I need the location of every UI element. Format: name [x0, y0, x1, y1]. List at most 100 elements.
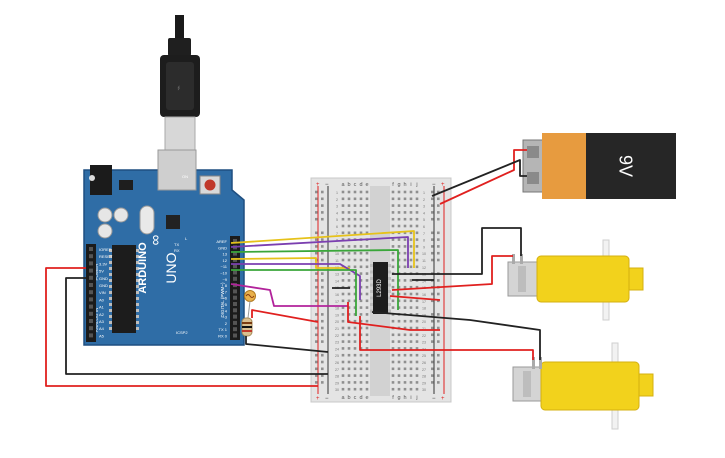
breadboard-hole[interactable] [359, 387, 363, 391]
breadboard-hole[interactable] [415, 265, 419, 269]
digital-header-hole[interactable] [233, 333, 237, 338]
breadboard-hole[interactable] [341, 231, 345, 235]
wire-motor1-red[interactable] [391, 255, 513, 291]
breadboard-hole[interactable] [365, 224, 369, 228]
breadboard-hole[interactable] [365, 360, 369, 364]
breadboard-hole[interactable] [359, 340, 363, 343]
rail-hole[interactable] [437, 360, 440, 364]
breadboard-hole[interactable] [365, 251, 369, 255]
rail-hole[interactable] [431, 190, 434, 194]
breadboard-hole[interactable] [409, 224, 413, 228]
breadboard-hole[interactable] [365, 340, 369, 343]
rail-hole[interactable] [431, 292, 434, 296]
breadboard-hole[interactable] [353, 245, 357, 248]
breadboard-hole[interactable] [391, 279, 395, 282]
breadboard-hole[interactable] [403, 190, 407, 194]
rail-hole[interactable] [321, 319, 324, 323]
breadboard-hole[interactable] [353, 251, 357, 255]
power-header-hole[interactable] [89, 268, 93, 273]
breadboard-hole[interactable] [353, 204, 357, 207]
breadboard-hole[interactable] [409, 374, 413, 377]
digital-header-hole[interactable] [233, 327, 237, 332]
breadboard-hole[interactable] [359, 258, 363, 262]
breadboard-hole[interactable] [397, 374, 401, 377]
breadboard-hole[interactable] [365, 374, 369, 377]
breadboard-hole[interactable] [403, 292, 407, 296]
breadboard-hole[interactable] [359, 319, 363, 323]
rail-hole[interactable] [321, 374, 324, 377]
breadboard-hole[interactable] [341, 217, 345, 221]
digital-header-hole[interactable] [233, 320, 237, 325]
breadboard-hole[interactable] [409, 333, 413, 337]
breadboard-hole[interactable] [365, 292, 369, 296]
breadboard-hole[interactable] [365, 272, 369, 275]
breadboard-hole[interactable] [353, 231, 357, 235]
wire-chip-vcc-red[interactable] [389, 295, 441, 301]
breadboard-hole[interactable] [365, 313, 369, 316]
breadboard-hole[interactable] [347, 299, 351, 303]
breadboard-hole[interactable] [415, 367, 419, 371]
breadboard-hole[interactable] [415, 231, 419, 235]
breadboard-hole[interactable] [341, 204, 345, 207]
breadboard-hole[interactable] [415, 211, 419, 214]
breadboard-hole[interactable] [409, 347, 413, 350]
breadboard-hole[interactable] [397, 353, 401, 357]
rail-hole[interactable] [431, 333, 434, 337]
breadboard-hole[interactable] [353, 292, 357, 296]
rail-hole[interactable] [321, 238, 324, 241]
breadboard-hole[interactable] [397, 245, 401, 248]
breadboard-hole[interactable] [353, 285, 357, 289]
breadboard-hole[interactable] [359, 381, 363, 384]
breadboard-hole[interactable] [359, 211, 363, 214]
breadboard-hole[interactable] [365, 190, 369, 194]
breadboard-hole[interactable] [397, 292, 401, 296]
wire-5v-red[interactable] [45, 267, 318, 387]
breadboard-hole[interactable] [397, 279, 401, 282]
breadboard-hole[interactable] [403, 333, 407, 337]
power-header-hole[interactable] [89, 333, 93, 338]
digital-header-hole[interactable] [233, 289, 237, 294]
breadboard-hole[interactable] [415, 224, 419, 228]
breadboard-hole[interactable] [409, 292, 413, 296]
breadboard-hole[interactable] [353, 279, 357, 282]
rail-hole[interactable] [321, 211, 324, 214]
breadboard-hole[interactable] [353, 326, 357, 330]
wire-motor2-black[interactable] [371, 311, 541, 360]
breadboard-hole[interactable] [409, 251, 413, 255]
rail-hole[interactable] [321, 204, 324, 207]
breadboard-hole[interactable] [347, 347, 351, 350]
breadboard-hole[interactable] [415, 285, 419, 289]
dc-motor-2[interactable] [512, 342, 654, 430]
rail-hole[interactable] [315, 299, 318, 303]
breadboard-hole[interactable] [365, 265, 369, 269]
rail-hole[interactable] [437, 238, 440, 241]
breadboard-hole[interactable] [397, 387, 401, 391]
breadboard-hole[interactable] [359, 285, 363, 289]
breadboard-hole[interactable] [415, 313, 419, 316]
rail-hole[interactable] [437, 326, 440, 330]
rail-hole[interactable] [321, 367, 324, 371]
breadboard-hole[interactable] [353, 381, 357, 384]
rail-hole[interactable] [437, 292, 440, 296]
breadboard-hole[interactable] [415, 190, 419, 194]
breadboard-hole[interactable] [391, 367, 395, 371]
breadboard-hole[interactable] [391, 306, 395, 309]
breadboard-hole[interactable] [341, 319, 345, 323]
breadboard-hole[interactable] [391, 245, 395, 248]
breadboard-hole[interactable] [415, 238, 419, 241]
rail-hole[interactable] [321, 279, 324, 282]
breadboard-hole[interactable] [347, 211, 351, 214]
rail-hole[interactable] [431, 353, 434, 357]
rail-hole[interactable] [315, 292, 318, 296]
breadboard-hole[interactable] [397, 367, 401, 371]
breadboard-hole[interactable] [409, 381, 413, 384]
breadboard-hole[interactable] [415, 204, 419, 207]
breadboard-hole[interactable] [347, 353, 351, 357]
breadboard-hole[interactable] [415, 292, 419, 296]
rail-hole[interactable] [315, 360, 318, 364]
rail-hole[interactable] [437, 353, 440, 357]
breadboard-hole[interactable] [359, 265, 363, 269]
arduino-uno-board[interactable]: ARDUINO UNO ∞ DIGITAL (PWM~) POWER ANALO… [83, 149, 245, 346]
rail-hole[interactable] [321, 353, 324, 357]
breadboard-hole[interactable] [397, 204, 401, 207]
